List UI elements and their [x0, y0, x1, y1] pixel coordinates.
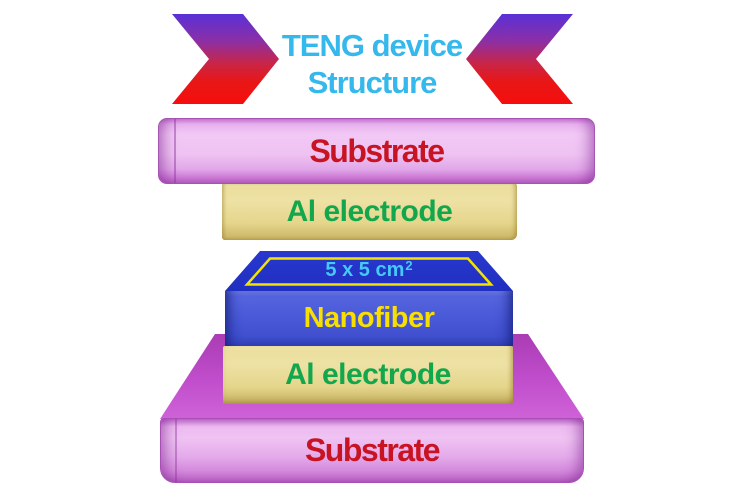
layer-bottom-electrode: Al electrode [223, 346, 513, 404]
bottom-electrode-label: Al electrode [285, 358, 451, 391]
left-arrow-icon [172, 14, 279, 104]
top-substrate-label: Substrate [309, 132, 445, 169]
area-label-sup: 2 [405, 257, 413, 273]
title-line-1: TENG device [281, 28, 463, 63]
layer-nanofiber: Nanofiber [225, 291, 513, 346]
layer-top-electrode: Al electrode [222, 183, 517, 240]
nanofiber-top-face-polygon [225, 251, 513, 291]
bottom-substrate-label: Substrate [304, 432, 441, 468]
layer-top-substrate: Substrate [158, 118, 595, 184]
nanofiber-label: Nanofiber [303, 302, 435, 334]
area-label-text: 5 x 5 cm [325, 258, 405, 281]
nanofiber-area-outline [244, 257, 494, 286]
figure-title: TENG device Structure [232, 27, 512, 101]
top-electrode-label: Al electrode [286, 194, 453, 228]
title-line-2: Structure [307, 65, 438, 100]
right-arrow-icon [466, 14, 573, 104]
layer-bottom-substrate: Substrate [160, 418, 584, 483]
